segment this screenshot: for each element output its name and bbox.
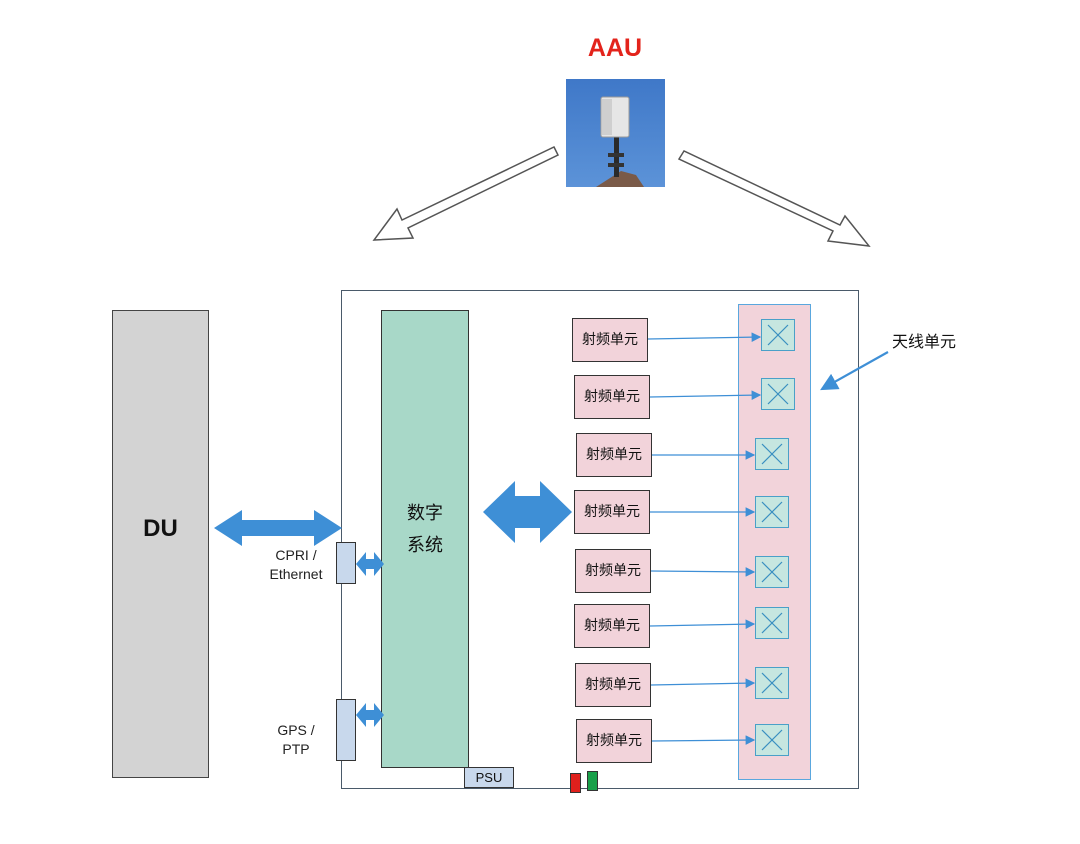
rf-unit-5: 射频单元 — [575, 549, 651, 593]
rf-unit-1: 射频单元 — [572, 318, 648, 362]
du-box — [112, 310, 209, 778]
status-led-green — [587, 771, 598, 791]
rf-unit-3: 射频单元 — [576, 433, 652, 477]
rf-unit-4: 射频单元 — [574, 490, 650, 534]
status-led-red — [570, 773, 581, 793]
arrow-left-down — [372, 146, 560, 241]
gps-port-label-line1: GPS / — [277, 722, 315, 738]
cpri-port — [336, 542, 356, 584]
rf-unit-7: 射频单元 — [575, 663, 651, 707]
du-label: DU — [143, 515, 178, 542]
antenna-element-icon — [755, 607, 789, 639]
aau-photo — [566, 79, 665, 187]
gps-port-label: GPS / PTP — [256, 721, 336, 759]
cpri-link-arrow — [356, 552, 384, 576]
antenna-element-icon — [755, 496, 789, 528]
rf-unit-2: 射频单元 — [574, 375, 650, 419]
rf-link-2 — [649, 390, 762, 400]
digital-rf-arrow — [483, 481, 572, 543]
rf-link-1 — [647, 332, 762, 342]
rf-link-5 — [650, 567, 756, 577]
digital-system-label-line2: 系统 — [407, 535, 443, 556]
antenna-element-icon — [761, 319, 795, 351]
antenna-element-icon — [755, 556, 789, 588]
rf-unit-6: 射频单元 — [574, 604, 650, 648]
psu-box: PSU — [464, 767, 514, 788]
aau-title: AAU — [587, 34, 643, 62]
antenna-pointer — [820, 351, 889, 391]
rf-link-7 — [650, 678, 756, 688]
cpri-port-label-line2: Ethernet — [269, 566, 323, 582]
gps-port — [336, 699, 356, 761]
antenna-element-icon — [761, 378, 795, 410]
gps-link-arrow — [356, 703, 384, 727]
antenna-element-icon — [755, 438, 789, 470]
digital-system-label-line1: 数字 — [407, 503, 443, 524]
rf-link-8 — [651, 735, 756, 745]
cpri-port-label: CPRI / Ethernet — [256, 546, 336, 584]
cpri-port-label-line1: CPRI / — [275, 547, 317, 563]
antenna-element-icon — [755, 667, 789, 699]
digital-system-label: 数字 系统 — [381, 498, 469, 562]
du-link-arrow — [214, 510, 342, 546]
antenna-element-icon — [755, 724, 789, 756]
digital-system-box — [381, 310, 469, 768]
rf-unit-8: 射频单元 — [576, 719, 652, 763]
gps-port-label-line2: PTP — [282, 741, 310, 757]
antenna-label: 天线单元 — [892, 332, 957, 351]
arrow-right-down — [677, 150, 871, 247]
rf-link-6 — [649, 619, 756, 629]
